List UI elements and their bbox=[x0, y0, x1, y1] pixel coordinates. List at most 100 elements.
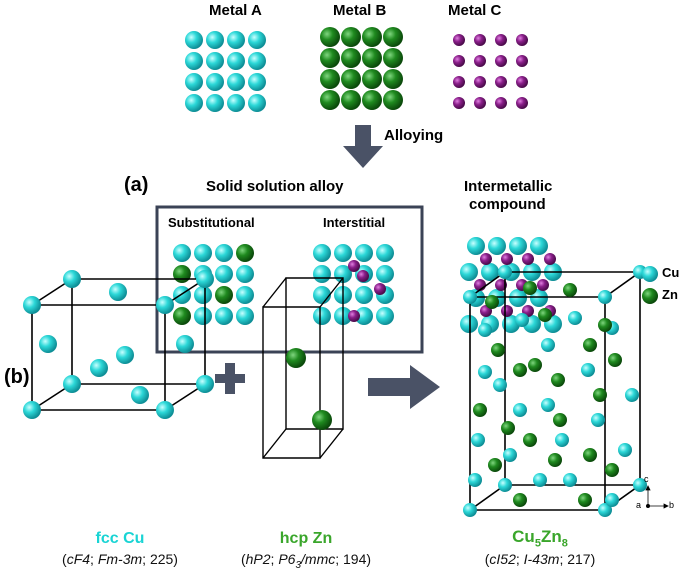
fcc-pearson: cF4 bbox=[66, 551, 91, 567]
cyan-atom bbox=[206, 31, 224, 49]
interstitial-lattice bbox=[313, 244, 394, 325]
cu5zn8-details: (cI52; I-43m; 217) bbox=[484, 551, 596, 567]
green-atom bbox=[551, 373, 565, 387]
green-atom bbox=[605, 463, 619, 477]
zn-atom bbox=[312, 410, 332, 430]
green-atom bbox=[553, 413, 567, 427]
purple-atom bbox=[501, 253, 513, 265]
cyan-atom bbox=[468, 473, 482, 487]
legend-cu-label: Cu bbox=[662, 265, 680, 280]
axis-triad bbox=[645, 485, 669, 509]
cyan-atom bbox=[185, 52, 203, 70]
cyan-atom bbox=[355, 244, 373, 262]
axis-b-label: b bbox=[669, 500, 675, 510]
cyan-atom bbox=[355, 286, 373, 304]
panel-a-label: (a) bbox=[124, 174, 149, 196]
cyan-atom bbox=[227, 52, 245, 70]
metal-c-label: Metal C bbox=[448, 2, 502, 19]
cyan-atom bbox=[248, 31, 266, 49]
cyan-atom bbox=[376, 265, 394, 283]
cyan-atom bbox=[215, 307, 233, 325]
cyan-atom bbox=[185, 31, 203, 49]
green-atom bbox=[362, 48, 382, 68]
purple-atom bbox=[348, 310, 360, 322]
cyan-atom bbox=[598, 290, 612, 304]
cu5zn8-caption: Cu5Zn8 bbox=[512, 527, 568, 550]
cyan-atom bbox=[313, 307, 331, 325]
cyan-atom bbox=[541, 398, 555, 412]
purple-atom bbox=[474, 55, 486, 67]
cyan-atom bbox=[334, 244, 352, 262]
cyan-atom bbox=[313, 244, 331, 262]
green-atom bbox=[501, 421, 515, 435]
green-atom bbox=[583, 448, 597, 462]
hcp-zn-details: (hP2; P63/mmc; 194) bbox=[240, 551, 372, 571]
green-atom bbox=[320, 90, 340, 110]
purple-atom bbox=[453, 55, 465, 67]
green-atom bbox=[362, 69, 382, 89]
purple-atom bbox=[495, 76, 507, 88]
purple-atom bbox=[495, 34, 507, 46]
cyan-atom bbox=[493, 378, 507, 392]
green-atom bbox=[173, 307, 191, 325]
axis-c-label: c bbox=[644, 474, 649, 484]
cyan-atom bbox=[591, 413, 605, 427]
cyan-atom bbox=[156, 296, 174, 314]
cyan-atom bbox=[63, 375, 81, 393]
cyan-atom bbox=[194, 286, 212, 304]
green-atom bbox=[236, 244, 254, 262]
green-atom bbox=[320, 48, 340, 68]
cyan-atom bbox=[563, 473, 577, 487]
green-atom bbox=[523, 281, 537, 295]
cyan-atom bbox=[488, 237, 506, 255]
cyan-atom bbox=[215, 244, 233, 262]
cyan-atom bbox=[173, 244, 191, 262]
intermetallic-title-line1: Intermetallic bbox=[464, 178, 553, 195]
purple-atom bbox=[516, 76, 528, 88]
green-atom bbox=[341, 90, 361, 110]
cyan-atom bbox=[513, 403, 527, 417]
hcp-space-group: P63/mmc bbox=[278, 551, 336, 571]
alloying-arrow bbox=[343, 125, 383, 168]
panel-b-label: (b) bbox=[4, 366, 30, 388]
cyan-atom bbox=[236, 286, 254, 304]
fcc-number: 225 bbox=[149, 551, 174, 567]
green-atom bbox=[383, 69, 403, 89]
cyan-atom bbox=[248, 73, 266, 91]
metal-a-label: Metal A bbox=[209, 2, 262, 19]
purple-atom bbox=[474, 76, 486, 88]
purple-atom bbox=[480, 253, 492, 265]
green-atom bbox=[528, 358, 542, 372]
green-atom bbox=[341, 69, 361, 89]
green-atom bbox=[383, 27, 403, 47]
cyan-atom bbox=[471, 433, 485, 447]
cyan-atom bbox=[498, 265, 512, 279]
green-atom bbox=[383, 48, 403, 68]
purple-atom bbox=[501, 305, 513, 317]
interstitial-label: Interstitial bbox=[323, 215, 386, 230]
green-atom bbox=[383, 90, 403, 110]
cyan-atom bbox=[530, 289, 548, 307]
cyan-atom bbox=[509, 289, 527, 307]
cyan-atom bbox=[376, 244, 394, 262]
fcc-cu-details: (cF4; Fm-3m; 225) bbox=[62, 551, 178, 567]
cyan-atom bbox=[581, 363, 595, 377]
cyan-atom bbox=[131, 386, 149, 404]
green-atom bbox=[598, 318, 612, 332]
zn-atom bbox=[286, 348, 306, 368]
purple-atom bbox=[537, 279, 549, 291]
cyan-atom bbox=[376, 307, 394, 325]
green-atom bbox=[593, 388, 607, 402]
cyan-atom bbox=[478, 365, 492, 379]
cu5zn8-atoms bbox=[463, 265, 647, 517]
cyan-atom bbox=[194, 307, 212, 325]
cyan-atom bbox=[116, 346, 134, 364]
cyan-atom bbox=[618, 443, 632, 457]
reaction-arrow bbox=[368, 365, 440, 409]
green-atom bbox=[608, 353, 622, 367]
green-atom bbox=[341, 48, 361, 68]
cyan-atom bbox=[533, 473, 547, 487]
cyan-atom bbox=[313, 286, 331, 304]
cyan-atom bbox=[206, 52, 224, 70]
